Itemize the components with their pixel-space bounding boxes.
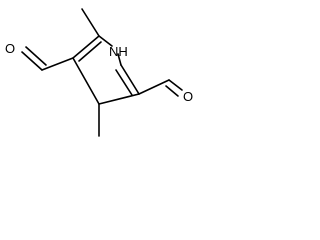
bond-c6-n1 xyxy=(98,35,113,47)
atom-label-o-right: O xyxy=(183,89,193,104)
bond-left-carbonyl-double xyxy=(25,46,47,66)
bond-c5-c6 xyxy=(72,35,100,59)
bond-right-carbonyl xyxy=(168,79,183,91)
bond-c2-c3-double xyxy=(115,69,133,96)
bond-left-carbonyl xyxy=(21,51,43,71)
bond-right-carbonyl-double xyxy=(165,85,179,97)
bond-n1-c2 xyxy=(117,53,122,66)
bond-methyl-top xyxy=(81,8,100,37)
bond-left-aldehyde-c xyxy=(41,57,74,71)
bond-c2-c3 xyxy=(120,64,140,95)
molecule-structure: NH O O xyxy=(5,8,193,137)
atom-label-nh: NH xyxy=(109,44,128,59)
bond-c4-c5 xyxy=(72,57,100,105)
bond-c5-c6-double xyxy=(78,41,102,62)
bond-c3-c4 xyxy=(98,93,140,105)
atom-label-o-left: O xyxy=(5,41,15,56)
bond-right-aldehyde-c xyxy=(138,79,170,95)
